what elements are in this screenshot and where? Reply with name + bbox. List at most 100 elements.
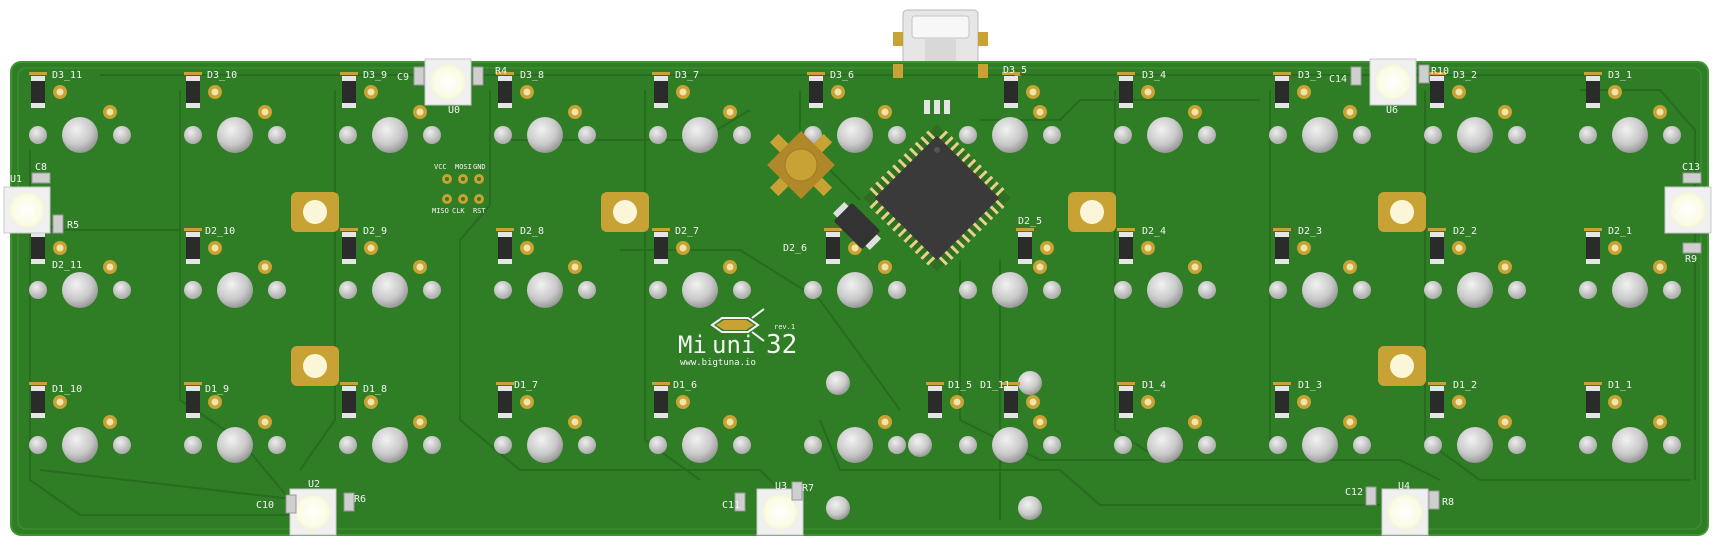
isp-pin-label: RST <box>473 207 486 215</box>
passive-component: C8 <box>31 162 51 184</box>
crystal-component <box>832 201 882 251</box>
passive-ref-label: R7 <box>802 483 814 494</box>
diode: D2_8 <box>496 226 544 264</box>
passive-component: R10 <box>1418 64 1449 84</box>
diode-ref-label: D3_11 <box>52 70 82 81</box>
diode-ref-label: D3_8 <box>520 70 544 81</box>
passive-component: C9 <box>397 66 425 86</box>
logo-text-prefix: Mi <box>678 331 707 359</box>
diode-ref-label: D2_5 <box>1018 216 1042 227</box>
copper-trace <box>1424 90 1690 481</box>
passive-ref-label: C13 <box>1682 162 1700 173</box>
diode-ref-label: D3_6 <box>830 70 854 81</box>
diode: D1_6 <box>652 380 697 418</box>
diode: D1_9 <box>184 382 229 418</box>
diode-ref-label: D3_2 <box>1453 70 1477 81</box>
passive-component: R5 <box>52 214 79 234</box>
passive-ref-label: C11 <box>722 500 740 511</box>
passive-ref-label: R10 <box>1431 66 1449 77</box>
led-ref-label: U6 <box>1386 105 1398 116</box>
diode: D3_11 <box>29 70 82 108</box>
passive-ref-label: C12 <box>1345 487 1363 498</box>
isp-pin-label: MISO <box>432 207 449 215</box>
passive-ref-label: R4 <box>495 66 507 77</box>
diode-ref-label: D1_11 <box>980 380 1010 391</box>
key-switch-footprint <box>804 105 906 153</box>
diode-ref-label: D2_8 <box>520 226 544 237</box>
website-label: www.bigtuna.io <box>680 358 756 368</box>
key-switch-footprint <box>649 105 751 153</box>
diode-ref-label: D1_10 <box>52 384 82 395</box>
copper-trace <box>29 150 290 516</box>
diode: D1_2 <box>1428 380 1477 418</box>
diode-ref-label: D1_7 <box>514 380 538 391</box>
mounting-hole <box>1068 192 1116 232</box>
passive-component: C13 <box>1682 162 1702 184</box>
diode: D3_2 <box>1428 70 1477 108</box>
key-switch-footprint <box>184 415 286 463</box>
diode-ref-label: D3_4 <box>1142 70 1166 81</box>
logo-text-mid: uni <box>712 331 755 359</box>
key-switch-footprint <box>959 260 1061 308</box>
isp-header: VCC MOSI GND MISO CLK RST <box>432 163 486 215</box>
diode: D3_6 <box>807 70 854 108</box>
diode: D1_8 <box>340 382 387 418</box>
rgb-led: U3 <box>756 481 804 536</box>
copper-trace <box>39 469 301 501</box>
diode: D1_4 <box>1117 380 1166 418</box>
diode-ref-label: D3_7 <box>675 70 699 81</box>
passive-component: C14 <box>1329 66 1362 86</box>
rgb-led: U2 <box>289 479 337 536</box>
rgb-led: U1 <box>3 174 51 234</box>
board-logo: Mi uni 32 rev.1 www.bigtuna.io <box>678 308 797 368</box>
passive-ref-label: R8 <box>1442 497 1454 508</box>
tuna-logo-icon <box>710 308 765 342</box>
key-switch-footprint <box>494 105 596 153</box>
diode-ref-label: D2_3 <box>1298 226 1322 237</box>
isp-pin-label: MOSI <box>455 163 472 171</box>
diode-ref-label: D2_9 <box>363 226 387 237</box>
diode: D2_2 <box>1428 226 1477 264</box>
key-switch-footprint <box>339 105 441 153</box>
key-switch-footprint <box>339 415 441 463</box>
diode-ref-label: D2_7 <box>675 226 699 237</box>
passive-ref-label: R6 <box>354 494 366 505</box>
isp-pin-label: VCC <box>434 163 447 171</box>
diode-ref-label: D1_9 <box>205 384 229 395</box>
diode-ref-label: D1_3 <box>1298 380 1322 391</box>
copper-trace <box>459 90 791 501</box>
key-switch-footprint <box>804 415 906 463</box>
key-switch-footprint <box>959 415 1061 463</box>
mounting-hole <box>1378 346 1426 386</box>
diode: D1_11 <box>980 380 1040 418</box>
plated-hole <box>1018 496 1042 520</box>
key-switch-footprint <box>29 415 131 463</box>
led-ref-label: U5 <box>1666 206 1678 217</box>
diode: D2_9 <box>340 226 387 264</box>
passive-ref-label: R5 <box>67 220 79 231</box>
passive-component: C12 <box>1345 486 1377 506</box>
diode: D2_5 <box>1016 216 1054 264</box>
isp-pin-label: CLK <box>452 207 465 215</box>
key-switch-footprint <box>649 415 751 463</box>
key-switch-footprint <box>1114 260 1216 308</box>
diode: D3_7 <box>652 70 699 108</box>
key-switch-footprint <box>494 415 596 463</box>
diode-ref-label: D1_1 <box>1608 380 1632 391</box>
copper-trace <box>980 99 1260 121</box>
key-switch-footprint <box>1269 105 1371 153</box>
diode-ref-label: D3_3 <box>1298 70 1322 81</box>
mounting-hole <box>291 192 339 232</box>
diode-ref-label: D2_1 <box>1608 226 1632 237</box>
passive-component: C10 <box>256 494 297 514</box>
key-switch-footprint <box>804 260 906 308</box>
key-switch-footprint <box>1269 260 1371 308</box>
diode: D3_5 <box>1002 65 1040 108</box>
key-switch-footprint <box>184 260 286 308</box>
diode-ref-label: D1_6 <box>673 380 697 391</box>
diode-ref-label: D1_2 <box>1453 380 1477 391</box>
diode: D2_1 <box>1584 226 1632 264</box>
